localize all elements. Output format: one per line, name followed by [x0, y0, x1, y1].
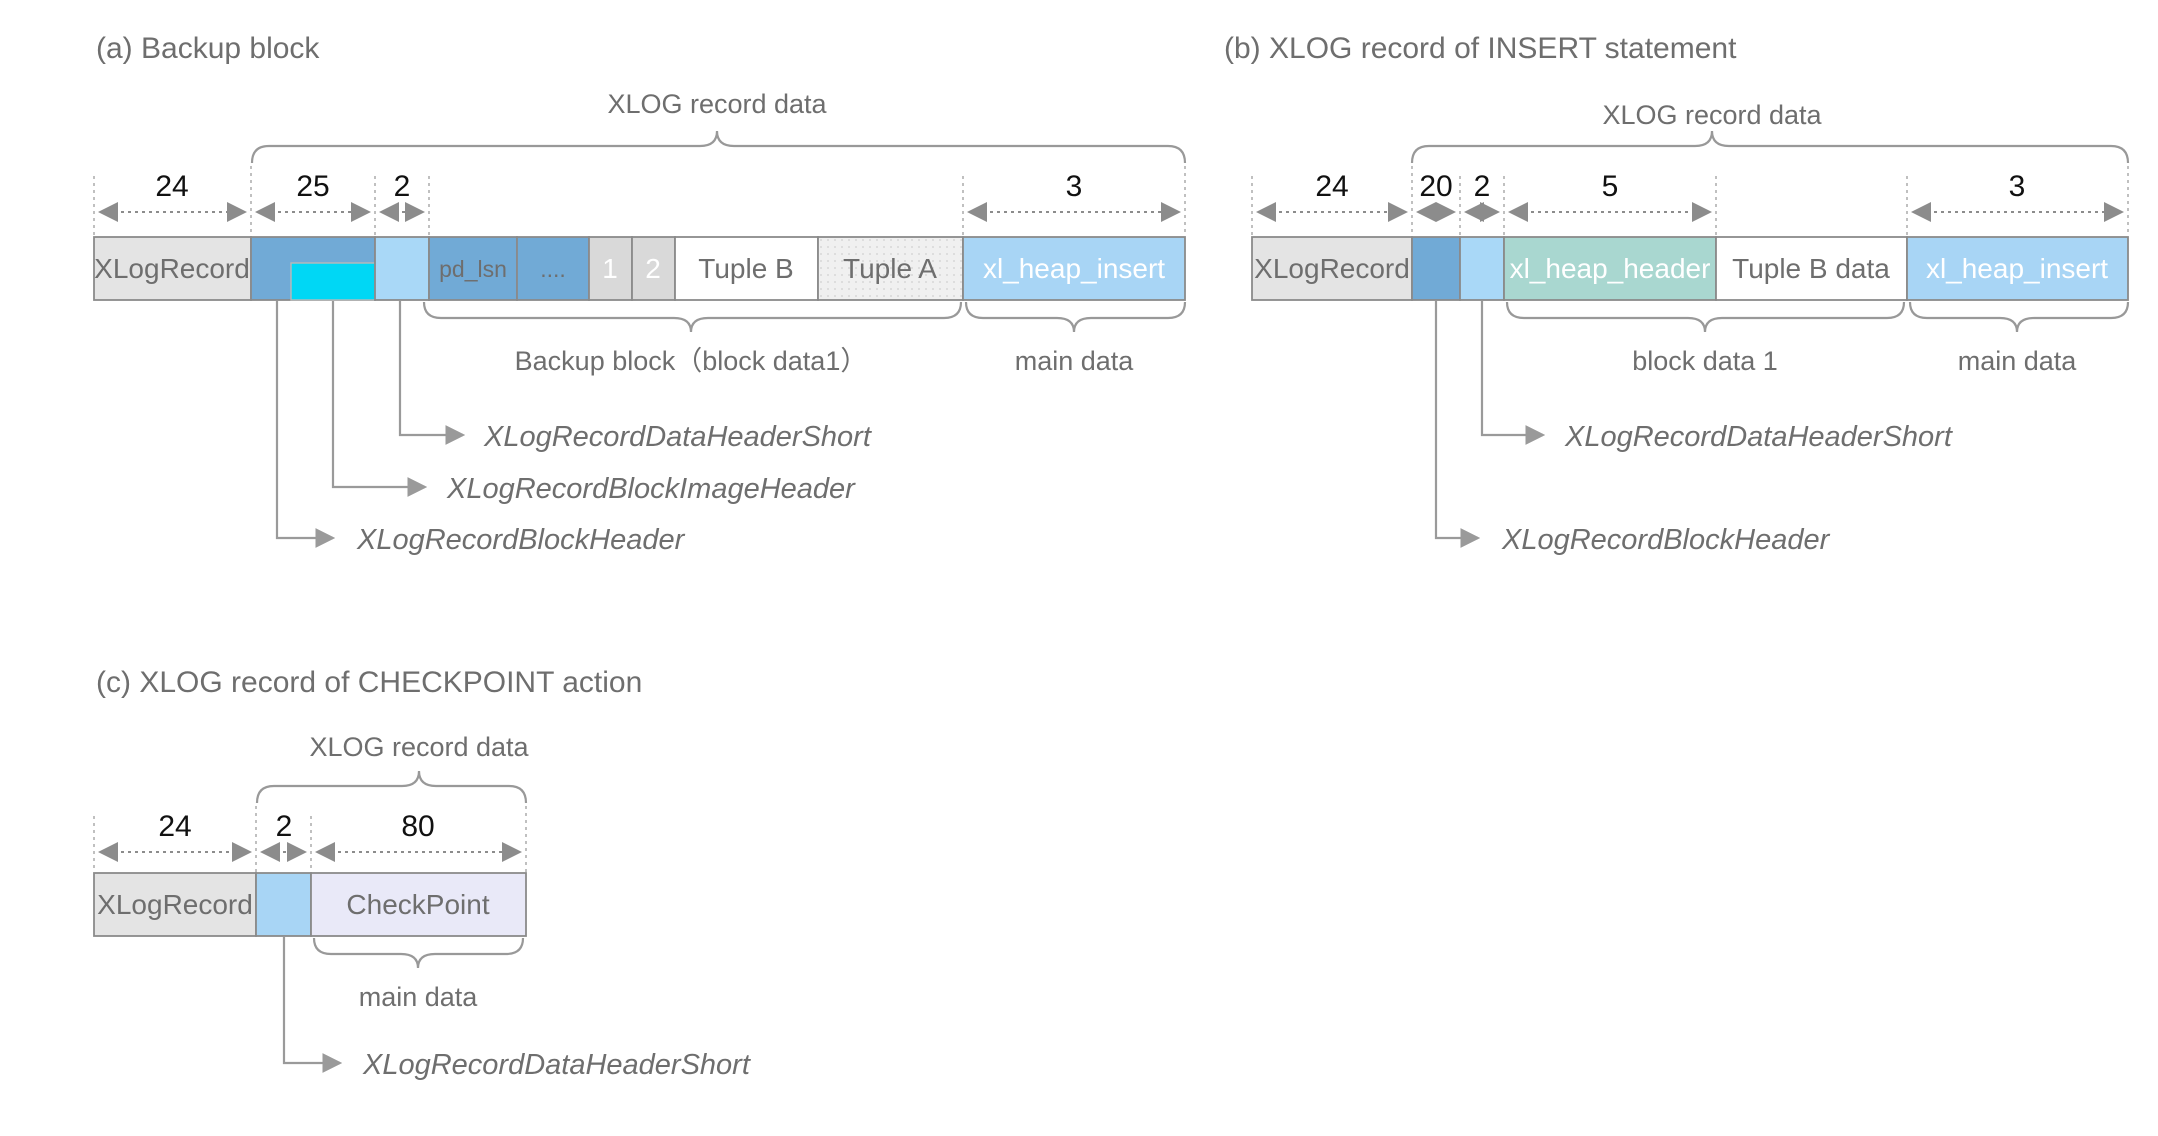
- panel-b-cell-xl-heap-insert: [1906, 236, 2129, 301]
- panel-a-cell-tuple-b-label: Tuple B: [698, 253, 793, 284]
- panel-a-cell-xl-heap-insert-label: xl_heap_insert: [983, 253, 1165, 284]
- panel-b-dim-2: 2: [1474, 170, 1491, 203]
- panel-c-top-brace: [255, 770, 528, 804]
- panel-a-annotation-2: XLogRecordBlockHeader: [356, 524, 686, 556]
- panel-a-extension-lines: [93, 166, 1186, 236]
- panel-a-cell-slot-2-label: 2: [645, 253, 661, 284]
- panel-c-top-brace-label: XLOG record data: [309, 732, 529, 762]
- panel-a-cell-slot-1-label: 1: [602, 253, 618, 284]
- panel-a-leader-0: [398, 301, 466, 445]
- panel-c-bottom-brace-main-data: [312, 937, 525, 969]
- panel-b-cell-tuple-b-data-label: Tuple B data: [1732, 253, 1890, 284]
- panel-a-cell-slot-2: [631, 236, 676, 301]
- panel-c-cell-xlogrecord: [93, 872, 257, 937]
- panel-b-bottom-brace-main-data: [1908, 301, 2130, 333]
- panel-a-cell-pd-lsn: [428, 236, 518, 301]
- panel-b-caption: (b) XLOG record of INSERT statement: [1224, 32, 1737, 65]
- panel-a-bottom-brace-backup-block: [422, 301, 963, 333]
- panel-c-dim-0: 24: [158, 810, 191, 843]
- panel-a-cell-ellipsis: [516, 236, 590, 301]
- panel-b-leader-1: [1434, 301, 1481, 548]
- panel-b-annotation-1: XLogRecordBlockHeader: [1501, 524, 1831, 556]
- panel-a-cell-block-image-header: [290, 262, 376, 301]
- panel-c-cell-data-header-short: [255, 872, 312, 937]
- panel-b-bottom-brace-label-1: main data: [1958, 346, 2078, 376]
- panel-a-dim-1: 25: [296, 170, 329, 203]
- panel-b-cell-xlogrecord: [1251, 236, 1413, 301]
- panel-a-cell-data-header-short: [374, 236, 430, 301]
- panel-b-bottom-brace-block-data: [1505, 301, 1906, 333]
- panel-a-leader-1: [331, 301, 428, 497]
- panel-a-cell-tuple-a-label: Tuple A: [843, 253, 937, 284]
- panel-b-dim-3: 5: [1602, 170, 1619, 203]
- panel-b-cell-block-header: [1411, 236, 1461, 301]
- panel-a-dim-3: 3: [1066, 170, 1083, 203]
- panel-b-bar: XLogRecord xl_heap_header Tuple B data x…: [1251, 236, 2129, 301]
- panel-c-bottom-brace-label-0: main data: [359, 982, 479, 1012]
- panel-a-dim-2: 2: [394, 170, 411, 203]
- panel-a-bottom-brace-label-1: main data: [1015, 346, 1135, 376]
- panel-c-caption: (c) XLOG record of CHECKPOINT action: [96, 666, 642, 699]
- panel-b-dim-1: 20: [1419, 170, 1452, 203]
- panel-a-cell-ellipsis-label: ....: [540, 256, 566, 282]
- panel-a-cell-xlogrecord: [93, 236, 252, 301]
- panel-b-cell-data-header-short: [1459, 236, 1505, 301]
- panel-b-cell-tuple-b-data: [1715, 236, 1908, 301]
- panel-a-cell-tuple-a: [817, 236, 964, 301]
- panel-b-dim-0: 24: [1315, 170, 1348, 203]
- panel-a-bottom-brace-main-data: [964, 301, 1187, 333]
- panel-a-cell-xl-heap-insert: [962, 236, 1186, 301]
- panel-c-cell-checkpoint-label: CheckPoint: [346, 889, 489, 920]
- panel-a-annotation-0: XLogRecordDataHeaderShort: [483, 421, 873, 453]
- panel-a-cell-tuple-b: [674, 236, 819, 301]
- panel-b-top-brace: [1410, 130, 2130, 164]
- panel-b-extension-lines: [1251, 166, 2129, 236]
- panel-c-dimensions: 24 2 80: [98, 810, 522, 862]
- panel-a-bar: XLogRecord pd_lsn .... 1 2 Tuple B Tuple…: [93, 236, 1186, 301]
- panel-a-top-brace-label: XLOG record data: [607, 89, 827, 119]
- panel-c-extension-lines: [93, 806, 527, 872]
- panel-b-bottom-brace-label-0: block data 1: [1632, 346, 1778, 376]
- panel-b-leader-0: [1480, 301, 1546, 445]
- panel-a-top-brace: [250, 130, 1187, 164]
- panel-b-dim-4: 3: [2009, 170, 2026, 203]
- panel-a-cell-slot-1: [588, 236, 633, 301]
- panel-c-bar: XLogRecord CheckPoint: [93, 872, 527, 937]
- panel-b-cell-xl-heap-insert-label: xl_heap_insert: [1926, 253, 2108, 284]
- panel-a-cell-xlogrecord-label: XLogRecord: [94, 253, 250, 284]
- panel-a-cell-pd-lsn-label: pd_lsn: [439, 256, 507, 282]
- panel-c-dim-2: 80: [401, 810, 434, 843]
- panel-a-annotation-1: XLogRecordBlockImageHeader: [446, 473, 856, 505]
- panel-c-annotation-0: XLogRecordDataHeaderShort: [362, 1049, 752, 1081]
- panel-b-top-brace-label: XLOG record data: [1602, 100, 1822, 130]
- panel-a-caption: (a) Backup block: [96, 32, 320, 65]
- panel-c-cell-checkpoint: [310, 872, 527, 937]
- panel-b-dimensions: 24 20 2 5 3: [1256, 170, 2124, 222]
- panel-a-dim-0: 24: [155, 170, 188, 203]
- panel-b-cell-xlogrecord-label: XLogRecord: [1254, 253, 1410, 284]
- panel-c-dim-1: 2: [276, 810, 293, 843]
- panel-b-cell-xl-heap-header-label: xl_heap_header: [1510, 253, 1711, 284]
- panel-a-bottom-brace-label-0: Backup block（block data1）: [515, 346, 868, 376]
- panel-a-leader-2: [275, 301, 336, 548]
- panel-c-cell-xlogrecord-label: XLogRecord: [97, 889, 253, 920]
- panel-b-annotation-0: XLogRecordDataHeaderShort: [1564, 421, 1954, 453]
- panel-b-cell-xl-heap-header: [1503, 236, 1717, 301]
- panel-c-leader-0: [282, 937, 343, 1073]
- panel-a-dimensions: 24 25 2 3: [98, 170, 1181, 222]
